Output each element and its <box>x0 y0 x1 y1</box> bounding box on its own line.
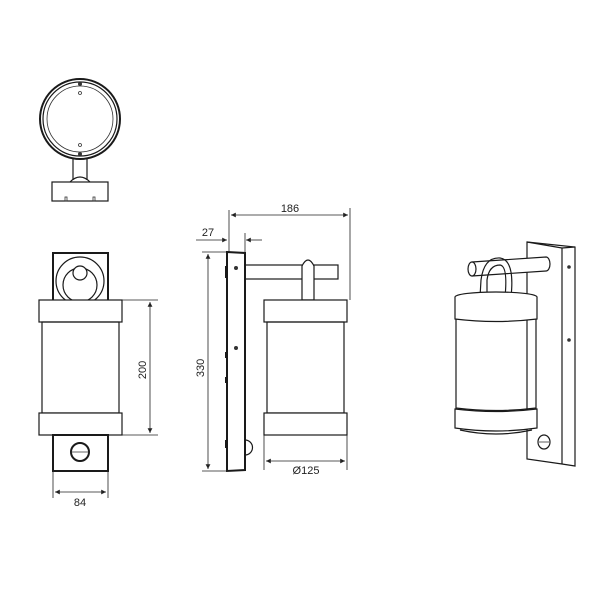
dimension-27: 27 <box>202 227 214 239</box>
inner-ring <box>46 85 114 153</box>
dimension-186: 186 <box>281 203 299 215</box>
dimension-200: 200 <box>137 361 149 379</box>
screw-icon <box>234 346 238 350</box>
bottom-band <box>38 412 123 436</box>
front-view: 200 84 <box>38 252 158 509</box>
side-view: 186 27 330 Ø125 <box>195 203 351 477</box>
screw-icon <box>234 266 238 270</box>
dimension-330: 330 <box>195 359 207 377</box>
screw-icon <box>567 338 571 342</box>
glass-shade <box>41 321 120 414</box>
arm <box>244 264 339 280</box>
screw-icon <box>78 82 82 86</box>
screw-icon <box>78 152 82 156</box>
outer-ring <box>39 78 121 160</box>
dimension-84: 84 <box>74 497 86 509</box>
isometric-view <box>454 241 576 467</box>
top-view <box>39 78 121 202</box>
top-band <box>38 299 123 323</box>
dimension-diameter-125: Ø125 <box>293 465 320 477</box>
base-plate <box>51 181 109 202</box>
sensor-icon <box>537 434 551 450</box>
screw-icon <box>567 265 571 269</box>
